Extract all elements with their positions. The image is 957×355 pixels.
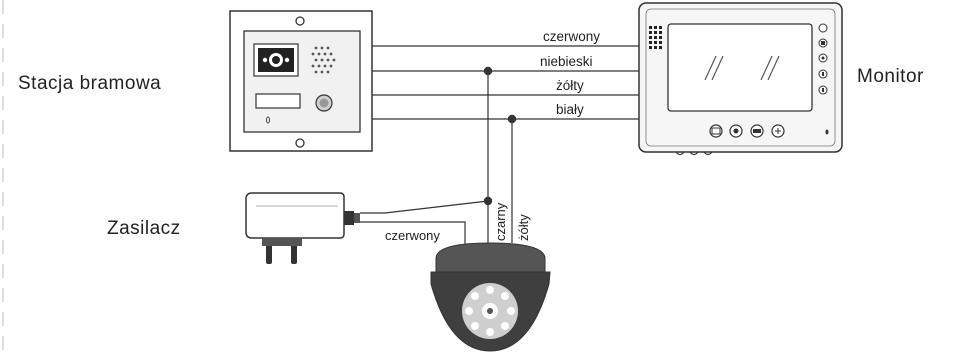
dome-camera-unit (430, 242, 551, 352)
power-supply-unit (245, 192, 360, 264)
camera-wire-red-label: czerwony (385, 228, 440, 243)
name-plate (255, 93, 301, 109)
power-supply-body (245, 192, 345, 239)
monitor-label: Monitor (857, 66, 924, 87)
ir-led-ring-icon (465, 286, 515, 336)
monitor-speaker-icon (649, 26, 662, 49)
power-line-top (360, 200, 489, 214)
power-supply-label: Zasilacz (107, 218, 181, 239)
power-line-red (360, 221, 466, 245)
power-cable-connector (344, 211, 354, 225)
dome-camera-base (435, 242, 546, 273)
gate-station-label: Stacja bramowa (18, 73, 161, 94)
mount-hole-bottom (295, 138, 305, 148)
gate-station-unit (229, 10, 373, 152)
status-led-icon (266, 116, 270, 124)
camera-wire-yellow-label: żółty (516, 214, 531, 241)
wire-white-label: biały (556, 102, 584, 117)
wire-red-label: czerwony (543, 29, 600, 44)
camera-wires (360, 71, 513, 245)
speaker-grille-icon (311, 46, 336, 74)
screen-glare-icon (704, 55, 780, 81)
junction-dot-power (483, 196, 493, 206)
main-wires (372, 45, 639, 120)
junction-dot-blue (483, 66, 493, 76)
junction-dot-white (507, 114, 517, 124)
mount-hole-top (295, 16, 305, 26)
settings-button-icon (818, 23, 828, 33)
camera-wire-black-label: czarny (493, 202, 508, 241)
monitor-screen (667, 23, 813, 112)
wire-blue-label: niebieski (540, 54, 593, 69)
microphone-icon (825, 129, 829, 135)
monitor-unit (638, 2, 843, 156)
wire-yellow-label: żółty (556, 78, 584, 93)
monitor-feet (675, 151, 713, 156)
